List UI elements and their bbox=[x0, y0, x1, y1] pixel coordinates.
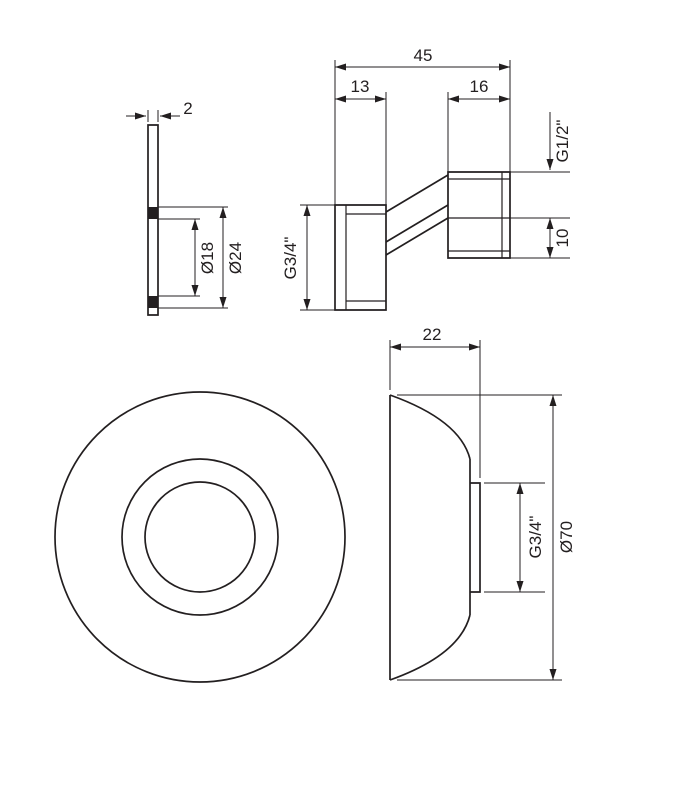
depth-label: 22 bbox=[423, 325, 442, 344]
thread-length-label: 16 bbox=[470, 77, 489, 96]
inner-dia-label: Ø18 bbox=[198, 242, 217, 274]
rosette-profile-outline bbox=[389, 394, 481, 681]
rosette-rim-circle bbox=[121, 458, 279, 616]
rosette-side-view: 22 Ø70 G3/4" bbox=[389, 325, 576, 681]
connector-thread-outline bbox=[447, 171, 511, 259]
rosette-extension-lines bbox=[389, 340, 562, 681]
flange-thread-label: G3/4" bbox=[526, 516, 545, 559]
thickness-label: 2 bbox=[183, 99, 192, 118]
overall-length-label: 45 bbox=[414, 46, 433, 65]
rosette-front-view bbox=[54, 391, 346, 683]
sleeve-section-fill-top bbox=[148, 207, 158, 219]
connector-tube-lines bbox=[385, 174, 449, 256]
rosette-outer-circle bbox=[54, 391, 346, 683]
connector-nut-detail-lines bbox=[345, 205, 386, 310]
outlet-thread-label: G1/2" bbox=[553, 120, 572, 163]
connector-side-view: 45 13 16 G3/4" G1/2" 10 bbox=[281, 46, 572, 311]
connector-nut-outline bbox=[334, 204, 387, 311]
sleeve-outline bbox=[147, 124, 159, 316]
outer-dia-label: Ø24 bbox=[226, 242, 245, 274]
connector-extension-lines bbox=[300, 60, 570, 311]
outlet-offset-label: 10 bbox=[553, 229, 572, 248]
sleeve-side-view: 2 Ø18 Ø24 bbox=[126, 99, 245, 316]
nut-length-label: 13 bbox=[351, 77, 370, 96]
sleeve-extension-lines bbox=[147, 110, 228, 309]
diameter-label: Ø70 bbox=[557, 521, 576, 553]
sleeve-section-fill-bottom bbox=[148, 296, 158, 308]
connector-thread-detail-lines bbox=[448, 172, 510, 258]
rosette-thread-circle bbox=[144, 481, 256, 593]
inlet-thread-label: G3/4" bbox=[281, 237, 300, 280]
